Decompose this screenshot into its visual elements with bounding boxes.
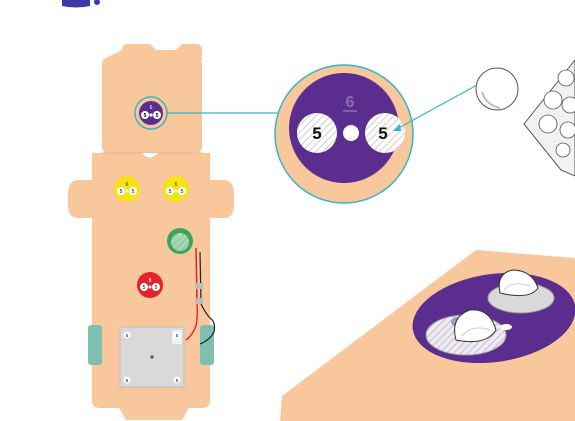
board-bottom-tab [118, 406, 190, 420]
callout-pad-right-label: 5 [378, 124, 387, 143]
battery-pack: 5 5 5 5 [119, 326, 185, 388]
left-clip [88, 325, 102, 365]
logo-fragment [62, 0, 100, 8]
top-sensor-top-label: 6 [150, 105, 153, 111]
loose-adhesive-dot [475, 67, 519, 111]
top-purple-sensor: 6 5 5 [134, 96, 168, 130]
yellow-sensor-right: 6 5 5 [163, 176, 189, 202]
board-left-ear [68, 180, 92, 218]
board-top-tab [102, 44, 202, 60]
right-clip [200, 325, 214, 365]
perspective-board [280, 250, 575, 421]
callout-number-top: 6 [346, 94, 355, 111]
yellow-right-right-label: 5 [181, 189, 184, 195]
battery-label-tl: 5 [126, 333, 129, 338]
green-sensor: 7 [167, 228, 193, 254]
red-sensor-right-label: 5 [155, 285, 158, 291]
yellow-sensor-left: 6 5 5 [114, 176, 140, 202]
yellow-left-left-label: 5 [120, 189, 123, 195]
top-sensor-right-label: 5 [156, 113, 159, 119]
led-wires [185, 247, 216, 345]
battery-label-bl: 5 [126, 378, 129, 383]
red-sensor: 8 5 5 [137, 272, 163, 298]
yellow-left-right-label: 5 [132, 189, 135, 195]
board-right-ear [210, 180, 234, 218]
red-sensor-top-label: 8 [149, 278, 152, 284]
yellow-right-top-label: 6 [175, 182, 178, 188]
top-sensor-left-label: 5 [144, 113, 147, 119]
yellow-left-top-label: 6 [126, 182, 129, 188]
zoom-callout: 6 5 5 [167, 64, 478, 204]
red-sensor-left-label: 5 [143, 285, 146, 291]
battery-label-tr: 5 [176, 333, 179, 338]
battery-label-br: 5 [176, 378, 179, 383]
adhesive-dot-sheet [523, 59, 575, 177]
callout-arrowhead [393, 124, 401, 131]
green-sensor-label: 7 [179, 234, 182, 240]
callout-pad-left-label: 5 [312, 124, 321, 143]
yellow-right-left-label: 5 [169, 189, 172, 195]
callout-arrow-line [394, 84, 478, 131]
